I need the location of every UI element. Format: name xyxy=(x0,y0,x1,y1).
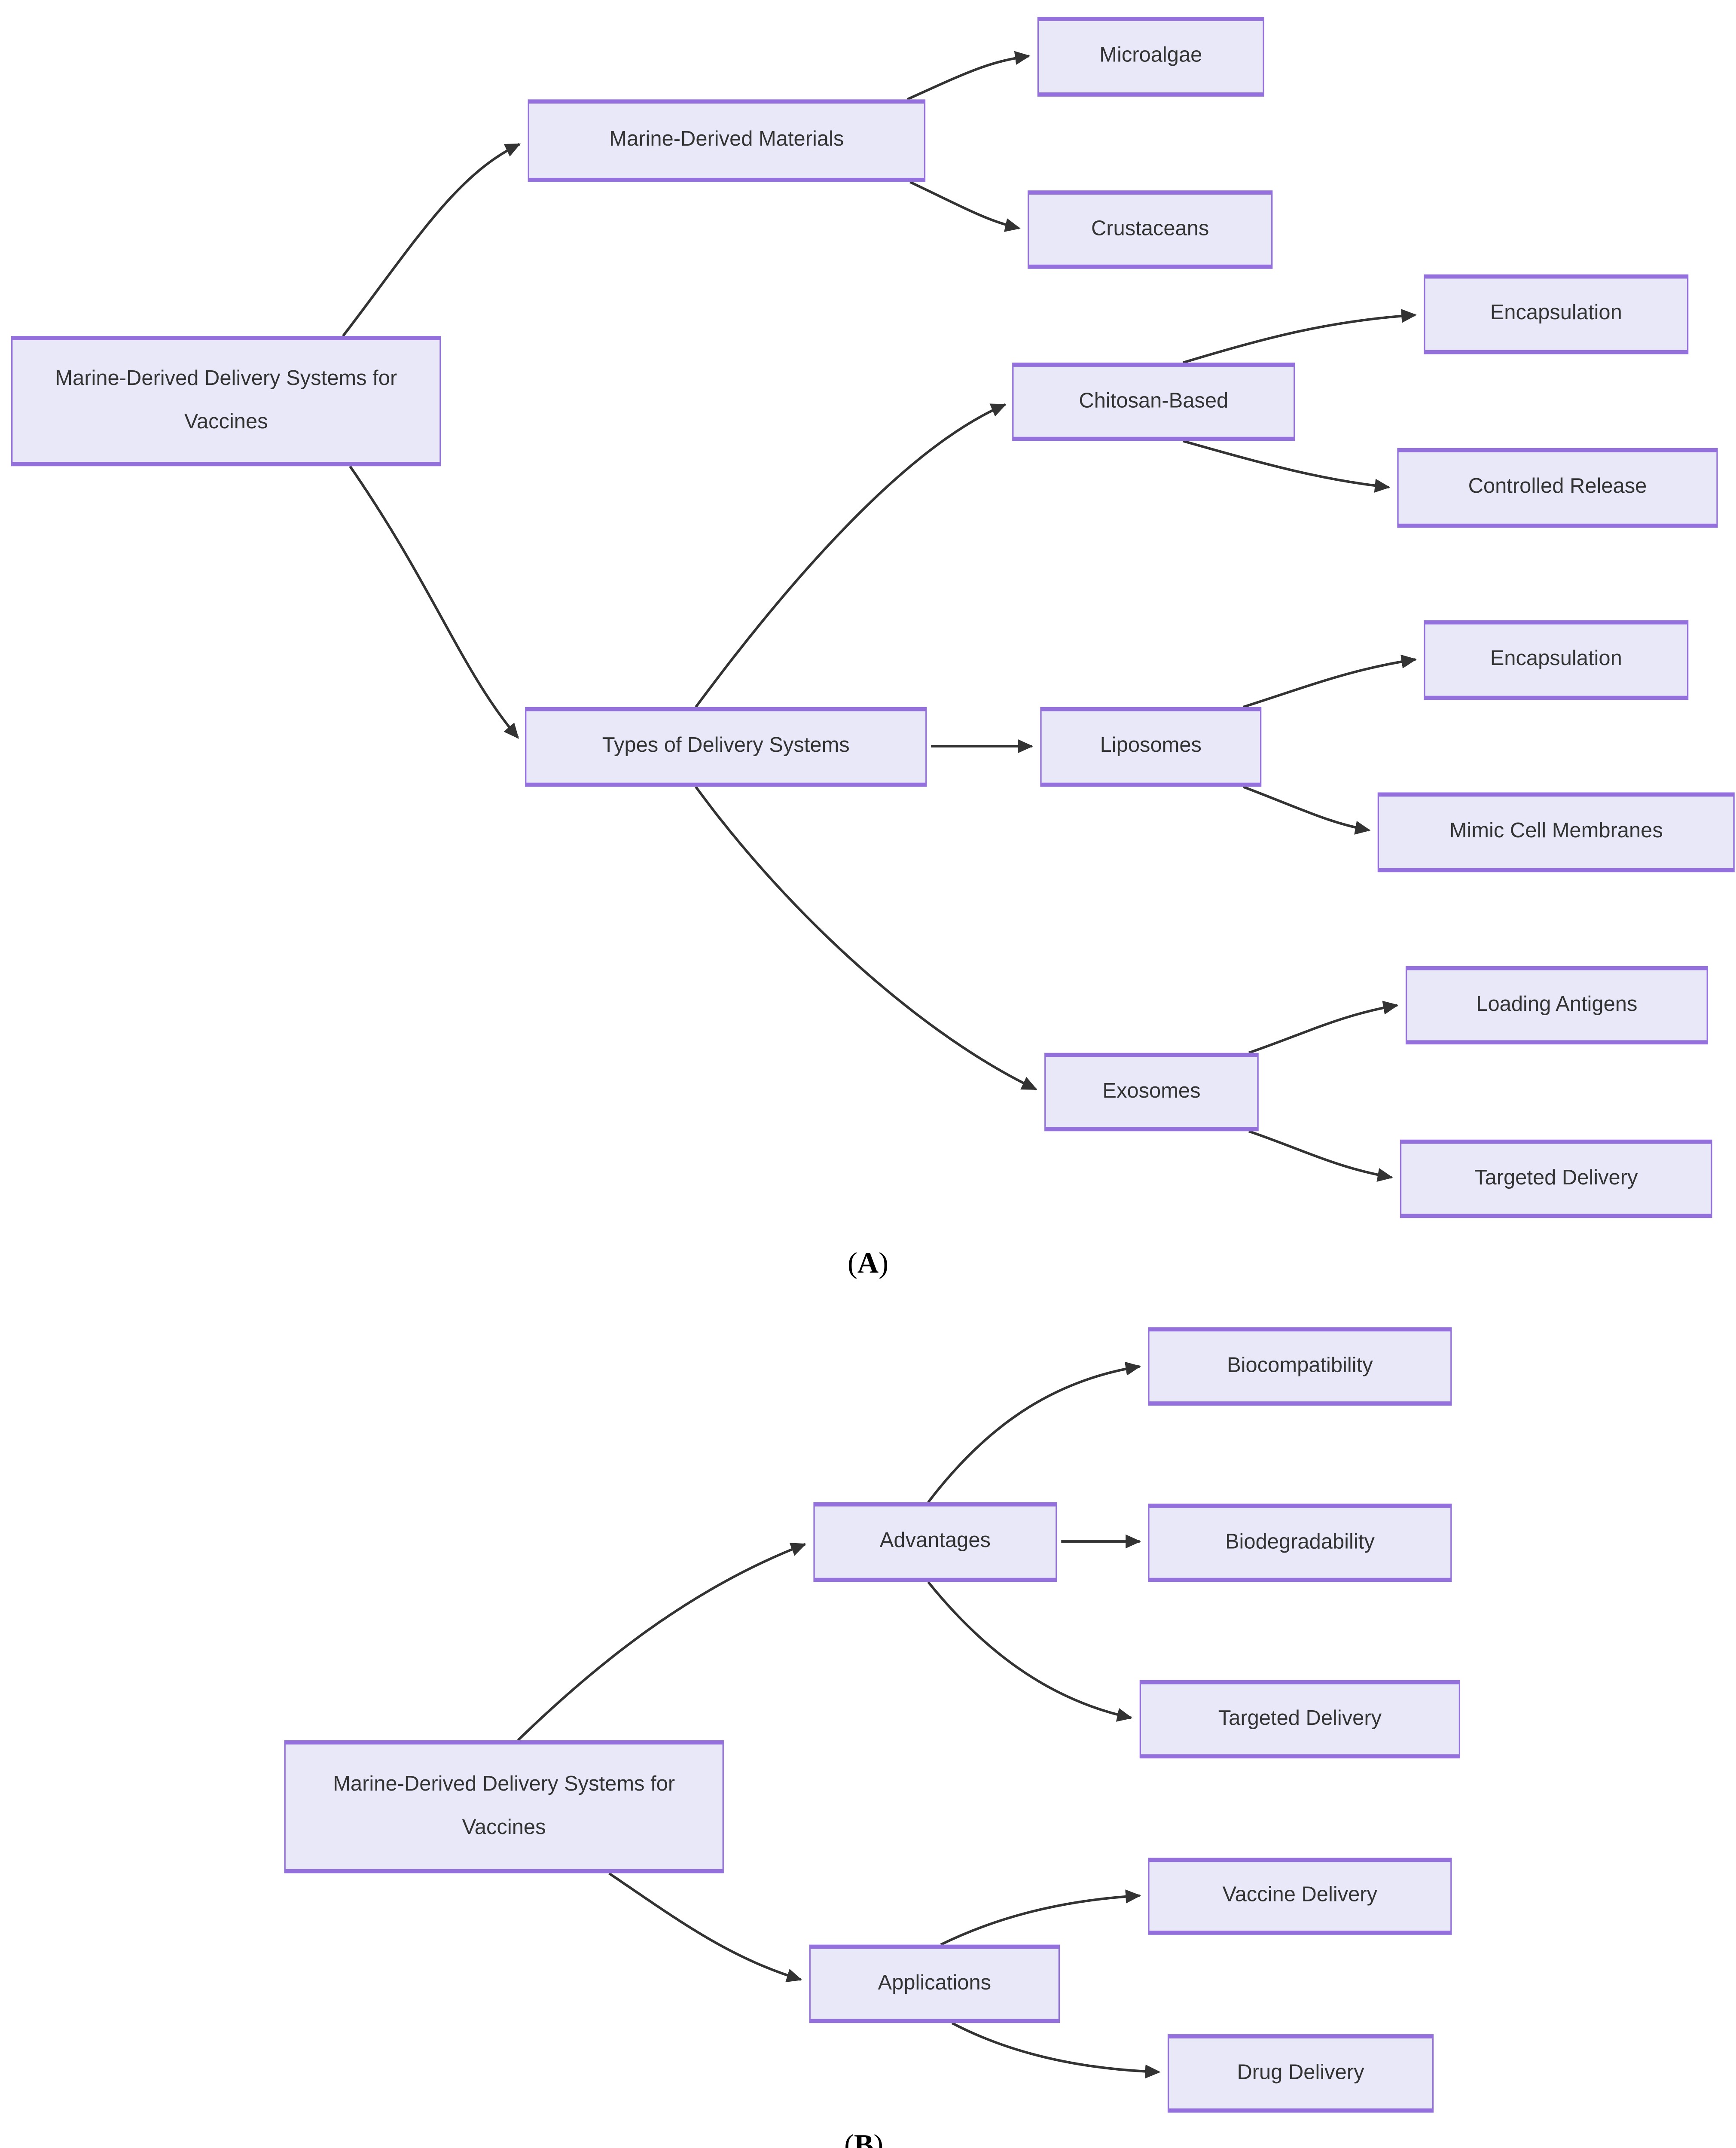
edge-types-to-exosomes xyxy=(695,786,1037,1091)
node-vaccine-delivery-label: Vaccine Delivery xyxy=(1222,1883,1378,1907)
node-encapsulation-chitosan-label: Encapsulation xyxy=(1490,301,1622,325)
node-loading-antigens-label: Loading Antigens xyxy=(1476,992,1638,1016)
node-mimic-cell-membranes-label: Mimic Cell Membranes xyxy=(1449,819,1663,843)
node-microalgae: Microalgae xyxy=(1037,17,1264,97)
node-controlled-release-label: Controlled Release xyxy=(1468,475,1647,499)
node-marine-derived-materials: Marine-Derived Materials xyxy=(528,99,926,182)
edge-applications-to-vaccine-delivery xyxy=(940,1889,1141,1946)
node-biocompatibility: Biocompatibility xyxy=(1148,1327,1452,1406)
node-crustaceans-label: Crustaceans xyxy=(1091,216,1209,241)
edge-liposomes-to-mimic xyxy=(1242,785,1371,835)
node-targeted-delivery-a-label: Targeted Delivery xyxy=(1474,1166,1638,1190)
node-biodegradability-label: Biodegradability xyxy=(1225,1529,1375,1554)
node-biocompatibility-label: Biocompatibility xyxy=(1227,1353,1373,1377)
node-root-b: Marine-Derived Delivery Systems for Vacc… xyxy=(284,1740,724,1873)
node-applications-label: Applications xyxy=(878,1971,992,1995)
edge-root-to-materials xyxy=(342,143,521,337)
node-encapsulation-liposomes-label: Encapsulation xyxy=(1490,647,1622,671)
node-chitosan-based-label: Chitosan-Based xyxy=(1079,388,1229,413)
node-applications: Applications xyxy=(809,1944,1060,2023)
node-marine-derived-materials-label: Marine-Derived Materials xyxy=(609,127,844,152)
panel-a-label-paren-close: ) xyxy=(879,1246,889,1280)
node-encapsulation-chitosan: Encapsulation xyxy=(1424,274,1689,354)
node-microalgae-label: Microalgae xyxy=(1099,43,1202,67)
edge-root-to-applications xyxy=(608,1872,802,1983)
node-targeted-delivery-b: Targeted Delivery xyxy=(1139,1680,1461,1759)
edge-root-to-types xyxy=(349,465,519,739)
node-vaccine-delivery: Vaccine Delivery xyxy=(1148,1858,1452,1935)
node-exosomes-label: Exosomes xyxy=(1102,1079,1201,1103)
node-biodegradability: Biodegradability xyxy=(1148,1504,1452,1582)
node-targeted-delivery-a: Targeted Delivery xyxy=(1400,1139,1712,1218)
panel-a-label-paren-open: ( xyxy=(847,1246,857,1280)
node-targeted-delivery-b-label: Targeted Delivery xyxy=(1218,1706,1382,1730)
edge-advantages-to-biocompatibility xyxy=(927,1361,1141,1503)
node-crustaceans: Crustaceans xyxy=(1028,190,1273,269)
node-root-a-label: Marine-Derived Delivery Systems for Vacc… xyxy=(55,366,397,433)
edge-applications-to-drug-delivery xyxy=(951,2022,1161,2079)
edge-root-to-advantages xyxy=(517,1543,806,1741)
node-drug-delivery-label: Drug Delivery xyxy=(1237,2060,1364,2084)
node-types-of-delivery-systems: Types of Delivery Systems xyxy=(525,707,927,787)
node-advantages: Advantages xyxy=(813,1502,1057,1582)
panel-b-label: (B) xyxy=(780,2128,948,2148)
edge-advantages-to-targeted-delivery xyxy=(927,1581,1133,1722)
node-root-b-label: Marine-Derived Delivery Systems for Vacc… xyxy=(333,1772,675,1839)
edge-exosomes-to-targeted-delivery xyxy=(1248,1130,1393,1182)
edge-exosomes-to-loading-antigens xyxy=(1248,1001,1399,1054)
edge-chitosan-to-controlled-release xyxy=(1182,439,1391,493)
node-drug-delivery: Drug Delivery xyxy=(1167,2034,1434,2113)
edge-liposomes-to-encapsulation xyxy=(1243,654,1417,708)
panel-b-label-paren-open: ( xyxy=(844,2128,854,2148)
edge-chitosan-to-encapsulation xyxy=(1182,309,1417,364)
node-loading-antigens: Loading Antigens xyxy=(1405,966,1708,1045)
panel-b-label-paren-close: ) xyxy=(873,2128,884,2148)
node-encapsulation-liposomes: Encapsulation xyxy=(1424,620,1689,700)
panel-a-label-letter: A xyxy=(857,1246,879,1280)
node-exosomes: Exosomes xyxy=(1044,1053,1259,1132)
edge-types-to-chitosan xyxy=(695,403,1007,708)
node-liposomes-label: Liposomes xyxy=(1100,734,1202,758)
node-chitosan-based: Chitosan-Based xyxy=(1012,363,1295,441)
node-advantages-label: Advantages xyxy=(879,1529,991,1553)
panel-b-label-letter: B xyxy=(854,2128,874,2148)
node-root-a: Marine-Derived Delivery Systems for Vacc… xyxy=(11,336,441,467)
edge-materials-to-crustaceans xyxy=(909,181,1021,232)
node-liposomes: Liposomes xyxy=(1040,707,1262,787)
edge-materials-to-microalgae xyxy=(906,51,1031,101)
node-types-of-delivery-systems-label: Types of Delivery Systems xyxy=(602,734,850,758)
panel-a-label: (A) xyxy=(784,1246,952,1281)
node-mimic-cell-membranes: Mimic Cell Membranes xyxy=(1377,792,1735,873)
node-controlled-release: Controlled Release xyxy=(1397,448,1718,528)
